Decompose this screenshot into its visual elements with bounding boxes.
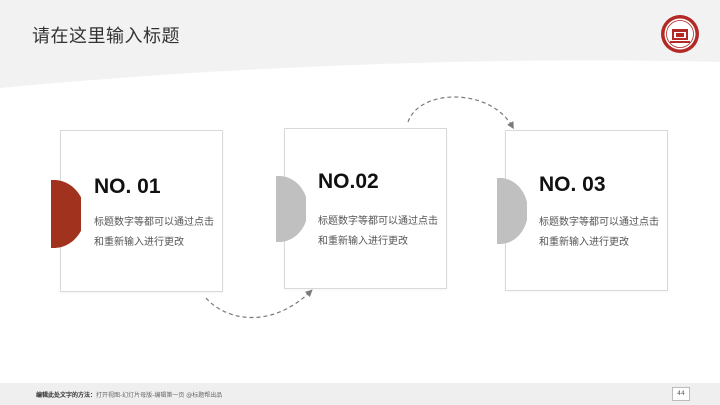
footer-hint: 编辑此处文字的方法：打开视图-幻灯片母版-编辑第一页 @标题帮出品	[36, 390, 222, 399]
card-description[interactable]: 标题数字等都可以通过点击和重新输入进行更改	[539, 217, 659, 248]
card-description[interactable]: 标题数字等都可以通过点击和重新输入进行更改	[94, 217, 214, 248]
step-card-1[interactable]: NO. 01 标题数字等都可以通过点击和重新输入进行更改	[60, 130, 223, 292]
card-description[interactable]: 标题数字等都可以通过点击和重新输入进行更改	[318, 216, 438, 247]
step-card-2[interactable]: NO.02 标题数字等都可以通过点击和重新输入进行更改	[284, 128, 447, 289]
slide-title[interactable]: 请在这里输入标题	[32, 26, 180, 47]
footer-hint-label: 编辑此处文字的方法：	[36, 392, 97, 399]
card-number[interactable]: NO. 01	[94, 175, 161, 198]
university-seal-icon	[661, 15, 699, 53]
step-marker-2	[276, 176, 306, 242]
footer-bar	[0, 383, 720, 405]
step-marker-1	[51, 180, 81, 248]
footer-hint-text: 打开视图-幻灯片母版-编辑第一页 @标题帮出品	[96, 392, 223, 399]
step-card-3[interactable]: NO. 03 标题数字等都可以通过点击和重新输入进行更改	[505, 130, 668, 291]
page-number: 44	[672, 387, 690, 401]
step-marker-3	[497, 178, 527, 244]
card-number[interactable]: NO. 03	[539, 173, 606, 196]
card-number[interactable]: NO.02	[318, 170, 379, 193]
